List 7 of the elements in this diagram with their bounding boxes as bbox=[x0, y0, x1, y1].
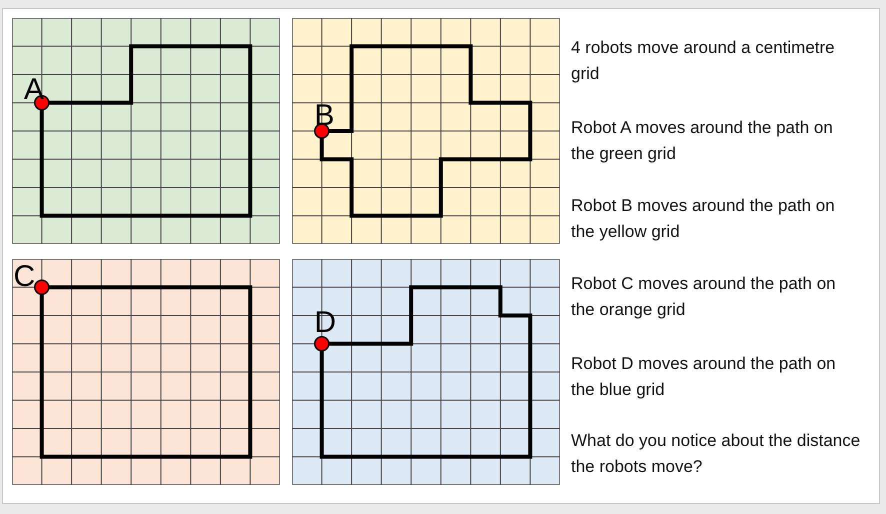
instruction-text: What do you notice about the distance the robots move? bbox=[571, 430, 861, 478]
instruction-text: Robot A moves around the path on the green grid bbox=[571, 117, 834, 165]
instruction-text: Robot C moves around the path on the orange grid bbox=[571, 273, 837, 321]
point-label: C bbox=[13, 262, 36, 292]
instruction-text: Robot D moves around the path on the blue grid bbox=[571, 353, 837, 401]
instruction-text: 4 robots move around a centimetre grid bbox=[571, 37, 836, 85]
instruction-text: Robot B moves around the path on the yellow grid bbox=[571, 195, 836, 243]
